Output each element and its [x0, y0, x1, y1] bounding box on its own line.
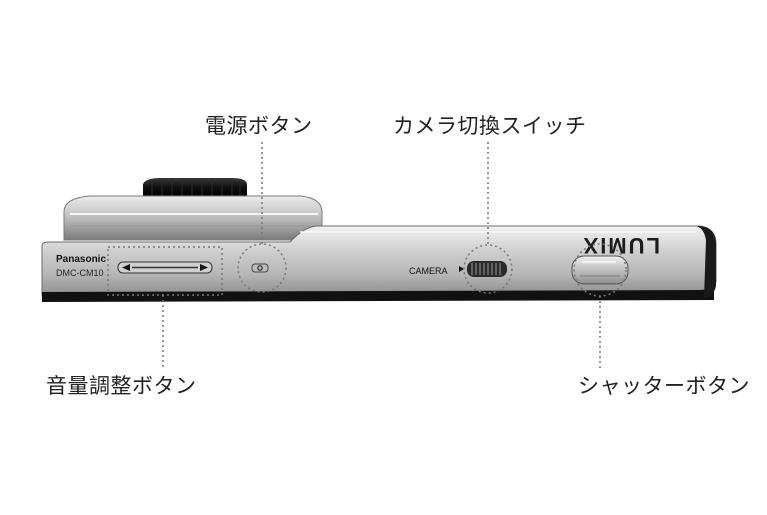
switch-highlight-circle — [463, 244, 513, 294]
camera-switch-label: CAMERA — [409, 266, 448, 276]
camera-body — [41, 225, 717, 302]
lens-barrel — [143, 178, 247, 196]
power-button[interactable] — [251, 263, 269, 273]
camera-switch[interactable] — [459, 261, 507, 277]
brand-text: Panasonic — [56, 254, 106, 265]
volume-up-arrow-icon — [200, 264, 208, 271]
shutter-button-label: シャッターボタン — [578, 374, 750, 398]
power-icon — [257, 265, 263, 271]
camera-switch-label-callout: カメラ切換スイッチ — [393, 114, 587, 138]
volume-down-arrow-icon — [122, 264, 130, 271]
power-highlight-circle — [237, 243, 287, 293]
volume-rocker[interactable] — [117, 261, 213, 274]
shutter-button[interactable] — [571, 255, 629, 285]
volume-highlight-box — [107, 246, 223, 296]
volume-button-label: 音量調整ボタン — [46, 374, 197, 398]
lens-ring — [63, 195, 323, 241]
model-text: DMC-CM10 — [56, 268, 104, 278]
power-button-label: 電源ボタン — [205, 114, 313, 138]
switch-arrow-icon — [459, 266, 464, 272]
